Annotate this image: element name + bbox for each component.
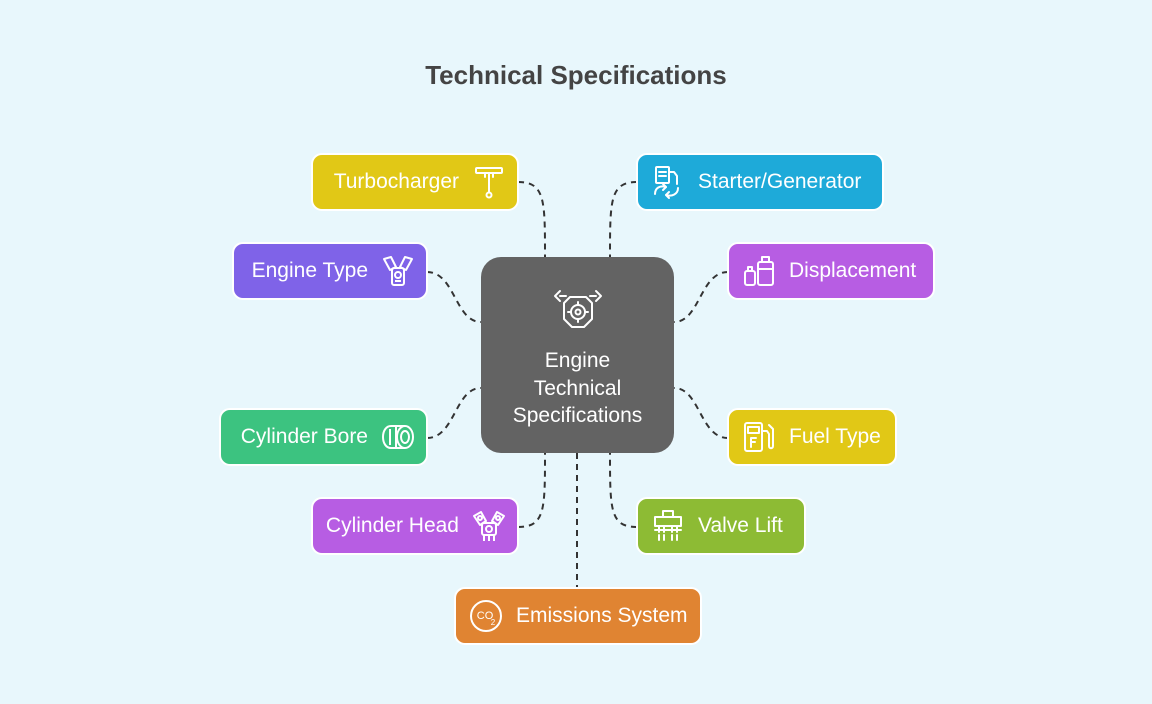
node-emissions-system-label: Emissions System <box>516 604 688 627</box>
node-valve-lift[interactable]: Valve Lift <box>636 497 806 555</box>
node-cylinder-head[interactable]: Cylinder Head <box>311 497 519 555</box>
node-starter-generator-label: Starter/Generator <box>698 170 862 193</box>
node-fuel-type[interactable]: Fuel Type <box>727 408 897 466</box>
connector-cylinder-head <box>517 452 546 528</box>
connector-starter <box>609 181 638 258</box>
node-displacement-label: Displacement <box>789 259 917 282</box>
node-fuel-type-label: Fuel Type <box>789 425 881 448</box>
node-starter-generator[interactable]: Starter/Generator <box>636 153 884 211</box>
center-node: Engine Technical Specifications <box>481 257 674 453</box>
connector-displacement <box>673 271 729 323</box>
center-label: Engine Technical Specifications <box>512 349 643 427</box>
node-turbocharger-label: Turbocharger <box>333 170 459 193</box>
fuel-pump-icon <box>741 419 777 455</box>
connector-engine-type <box>426 271 482 323</box>
connector-fuel-type <box>673 387 729 439</box>
valve-lift-icon <box>650 508 686 544</box>
node-valve-lift-label: Valve Lift <box>698 514 783 537</box>
displacement-icon <box>741 253 777 289</box>
node-turbocharger[interactable]: Turbocharger <box>311 153 519 211</box>
co2-icon: CO 2 <box>468 598 504 634</box>
connector-valve-lift <box>609 452 638 528</box>
cylinder-head-icon <box>471 508 507 544</box>
turbocharger-icon <box>471 164 507 200</box>
connector-cylinder-bore <box>426 387 482 439</box>
node-cylinder-head-label: Cylinder Head <box>325 514 459 537</box>
node-emissions-system[interactable]: CO 2 Emissions System <box>454 587 702 645</box>
engine-gear-icon <box>552 285 604 338</box>
node-cylinder-bore[interactable]: Cylinder Bore <box>219 408 428 466</box>
svg-text:2: 2 <box>491 618 496 627</box>
diagram-title: Technical Specifications <box>425 60 727 90</box>
connector-turbocharger <box>517 181 546 258</box>
node-cylinder-bore-label: Cylinder Bore <box>240 425 368 448</box>
node-engine-type[interactable]: Engine Type <box>232 242 428 300</box>
starter-generator-icon <box>650 164 686 200</box>
node-displacement[interactable]: Displacement <box>727 242 935 300</box>
svg-text:CO: CO <box>477 610 494 622</box>
v-engine-icon <box>380 253 416 289</box>
cylinder-bore-icon <box>380 419 416 455</box>
node-engine-type-label: Engine Type <box>251 259 368 282</box>
